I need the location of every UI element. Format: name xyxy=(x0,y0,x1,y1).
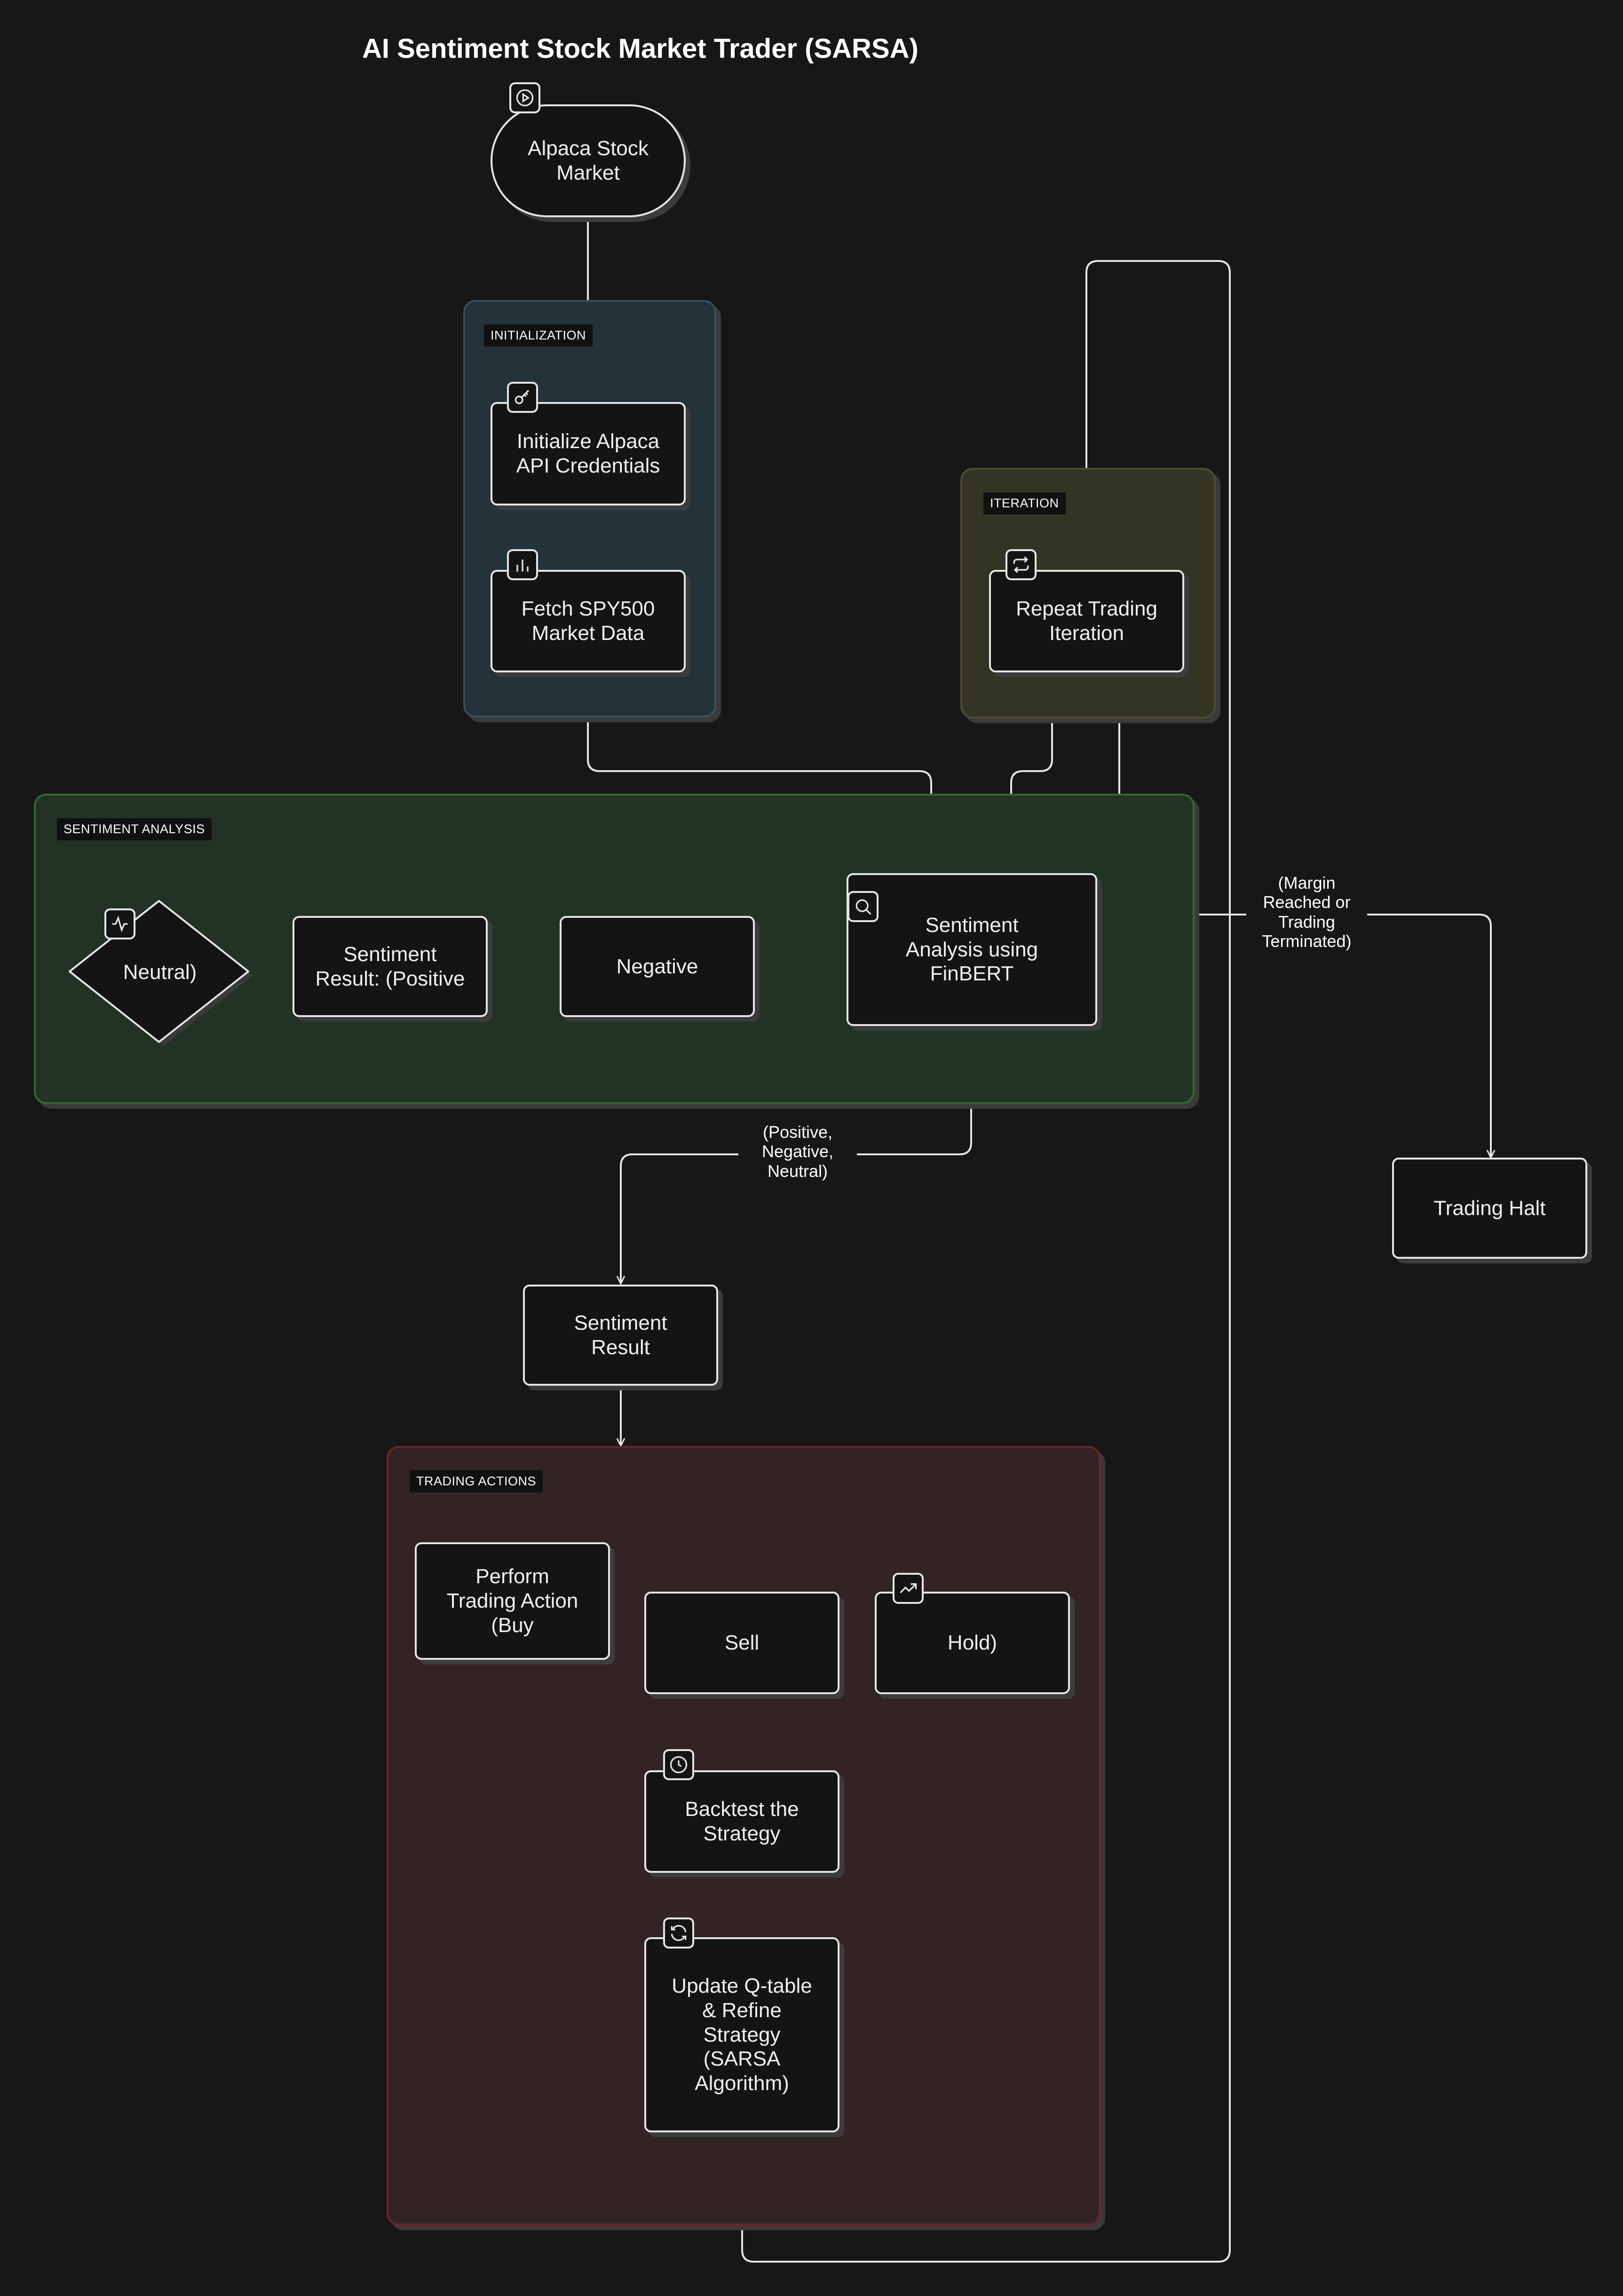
node-fetch-market-data: Fetch SPY500 Market Data xyxy=(491,570,686,672)
group-sentiment-analysis: SENTIMENT ANALYSIS xyxy=(34,794,1195,1104)
edge-label-sentiment-values: (Positive, Negative, Neutral) xyxy=(738,1121,857,1182)
edge-repeat-to-finbert xyxy=(1011,672,1053,872)
edge-fetch-to-finbert xyxy=(587,672,931,872)
node-neutral-label: Neutral) xyxy=(123,960,197,984)
node-sentiment-result: Sentiment Result xyxy=(523,1285,718,1386)
clock-icon xyxy=(663,1749,694,1780)
node-sentiment-analysis-finbert: Sentiment Analysis using FinBERT xyxy=(847,873,1097,1026)
play-icon xyxy=(509,82,540,113)
activity-icon xyxy=(104,908,135,939)
key-icon xyxy=(507,382,538,413)
group-label-trading-actions: TRADING ACTIONS xyxy=(410,1470,543,1492)
refresh-icon xyxy=(663,1917,694,1949)
node-repeat-trading-iteration: Repeat Trading Iteration xyxy=(989,570,1184,672)
node-initialize-api: Initialize Alpaca API Credentials xyxy=(491,402,686,505)
repeat-icon xyxy=(1005,549,1037,580)
node-perform-trading-action: Perform Trading Action (Buy xyxy=(415,1542,610,1660)
node-update-q-table: Update Q-table & Refine Strategy (SARSA … xyxy=(644,1937,839,2132)
node-hold: Hold) xyxy=(875,1592,1070,1694)
search-icon xyxy=(847,891,879,922)
edge-update-loop-to-repeat xyxy=(741,260,1231,2263)
node-sell: Sell xyxy=(644,1592,839,1694)
group-label-initialization: INITIALIZATION xyxy=(484,324,593,347)
node-trading-halt: Trading Halt xyxy=(1392,1158,1587,1259)
group-label-iteration: ITERATION xyxy=(983,492,1066,514)
node-negative: Negative xyxy=(560,916,755,1017)
node-alpaca-stock-market: Alpaca Stock Market xyxy=(491,104,686,217)
trending-up-icon xyxy=(893,1573,924,1604)
edge-label-margin-reached: (Margin Reached or Trading Terminated) xyxy=(1246,872,1367,952)
node-sentiment-result-positive: Sentiment Result: (Positive xyxy=(293,916,488,1017)
node-backtest-strategy: Backtest the Strategy xyxy=(644,1770,839,1873)
bar-chart-icon xyxy=(507,549,538,580)
diagram-title: AI Sentiment Stock Market Trader (SARSA) xyxy=(362,33,918,64)
group-label-sentiment-analysis: SENTIMENT ANALYSIS xyxy=(57,818,212,840)
